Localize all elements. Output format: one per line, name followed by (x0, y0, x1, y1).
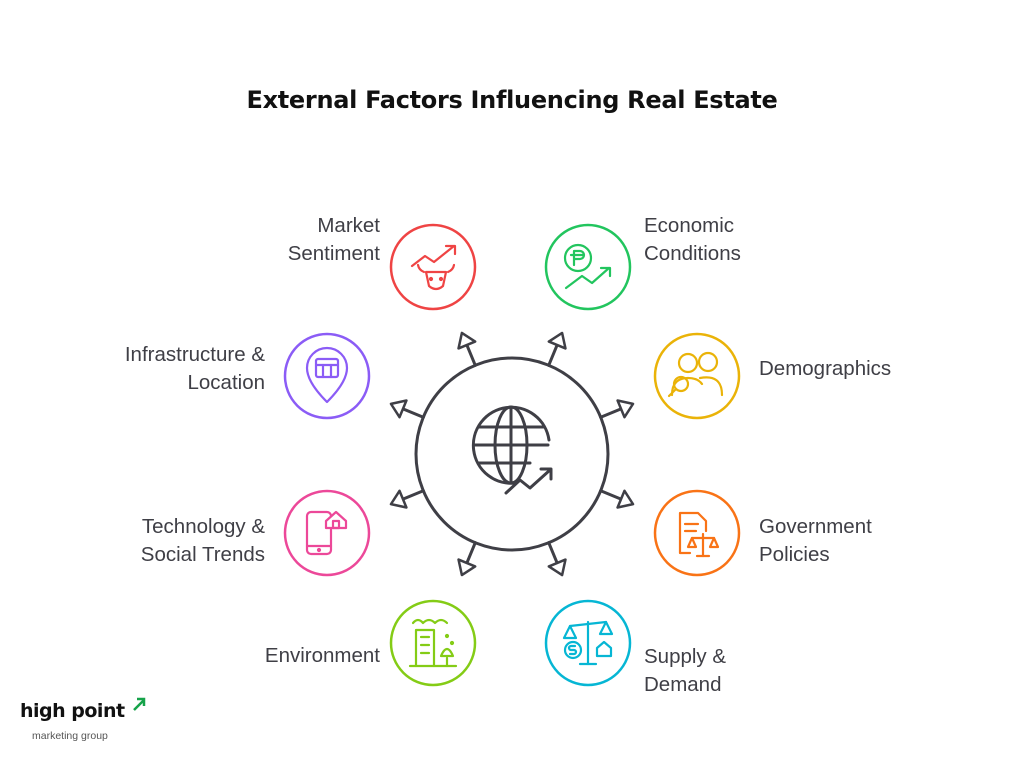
factor-technology-social-trends (283, 489, 371, 577)
arrow-supply-demand (547, 541, 567, 577)
logo-tagline: marketing group (32, 730, 108, 742)
factor-infrastructure-location (283, 332, 371, 420)
logo-mark-icon (133, 697, 146, 711)
arrow-environment (457, 541, 477, 577)
globe-chart-icon (471, 405, 553, 495)
people-icon (667, 351, 724, 398)
label-supply-demand: Supply &Demand (644, 645, 727, 696)
label-infrastructure-location: Infrastructure &Location (124, 343, 265, 394)
factor-environment (389, 599, 477, 687)
arrow-economic-conditions (547, 331, 567, 367)
hub (389, 331, 635, 577)
factor-supply-demand (544, 599, 632, 687)
building-tree-icon (408, 618, 458, 668)
label-environment: Environment (264, 644, 380, 667)
factor-market-sentiment (389, 223, 477, 311)
arrow-market-sentiment (457, 331, 477, 367)
label-demographics: Demographics (759, 357, 892, 380)
currency-trend-icon (563, 243, 612, 290)
logo-name: high point (20, 700, 125, 722)
arrow-demographics (599, 399, 635, 419)
arrow-government-policies (599, 489, 635, 509)
document-scale-icon (678, 511, 720, 558)
hub-arrows (389, 331, 635, 577)
brand-logo: high point marketing group (20, 697, 220, 748)
phone-house-icon (305, 510, 348, 556)
factor-government-policies (653, 489, 741, 577)
bull-trend-icon (410, 244, 457, 291)
factor-economic-conditions (544, 223, 632, 311)
label-technology-social-trends: Technology &Social Trends (140, 515, 265, 566)
page-title: External Factors Influencing Real Estate (246, 86, 778, 114)
map-pin-building-icon (305, 346, 349, 404)
factor-demographics (653, 332, 741, 420)
arrow-technology-social-trends (389, 489, 425, 509)
arrow-infrastructure-location (389, 399, 425, 419)
balance-house-dollar-icon (562, 620, 614, 666)
